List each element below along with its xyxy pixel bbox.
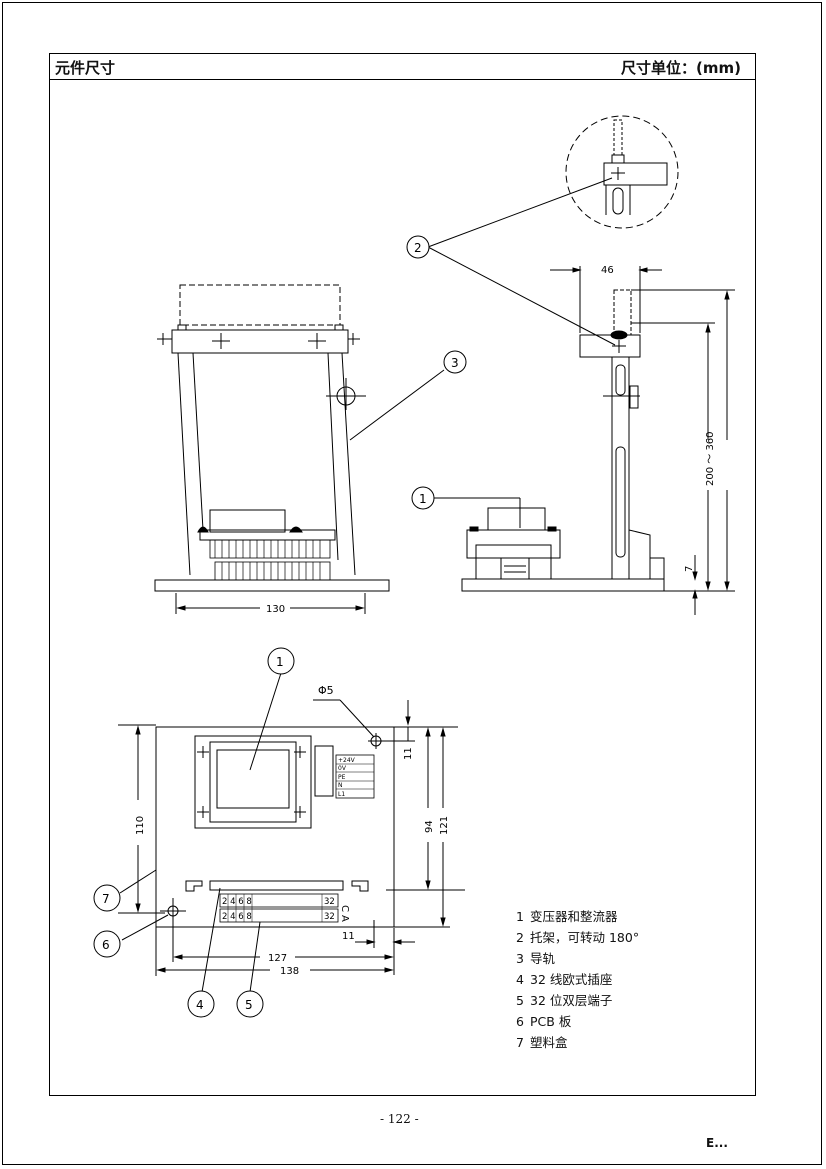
corner-mark: E... [706,1136,728,1150]
dim-phi5: Φ5 [318,684,334,697]
page-number: - 122 - [380,1112,419,1126]
page-title: 元件尺寸 [55,59,116,77]
svg-text:7: 7 [102,892,110,906]
svg-text:6: 6 [102,938,110,952]
front-view [154,284,390,614]
callout-7: 7 [93,884,121,912]
dim-11-bottom: 11 [342,931,355,942]
dim-121: 121 [439,816,450,835]
svg-text:5: 5 [245,998,253,1012]
svg-text:2: 2 [414,241,422,255]
plan-view [118,672,465,993]
dim-138: 138 [280,966,299,977]
callout-6: 6 [93,930,121,958]
side-view [427,115,735,615]
callout-2: 2 [406,235,430,259]
terminal-row-c-start: 2 4 6 8 [222,897,252,907]
label-0v: 0V [338,765,347,772]
dim-7: 7 [684,566,695,572]
terminal-tag-a: A [339,915,350,922]
label-n: N [338,782,343,789]
label-pe: PE [338,774,346,781]
terminal-tag-c: C [339,905,350,912]
drawing-frame [49,79,756,1096]
svg-text:1: 1 [419,492,427,506]
svg-text:1: 1 [276,655,284,669]
dim-130: 130 [266,604,285,615]
label-24v: +24V [338,757,356,764]
callout-5: 5 [236,990,264,1018]
callout-4: 4 [187,990,215,1018]
dim-110: 110 [135,816,146,835]
header-bar: 元件尺寸 尺寸单位：(mm) [49,53,756,79]
dim-46: 46 [601,265,614,276]
callout-3: 3 [443,350,467,374]
label-l1: L1 [338,791,345,798]
terminal-row-a-end: 32 [324,912,335,922]
dim-94: 94 [424,820,435,833]
unit-label: 尺寸单位：(mm) [621,59,741,77]
terminal-row-a-start: 2 4 6 8 [222,912,252,922]
svg-text:4: 4 [196,998,204,1012]
svg-text:3: 3 [451,356,459,370]
dim-200-360: 200 ～ 360 [705,431,716,486]
dim-11-top: 11 [403,747,414,760]
callout-1-plan: 1 [267,647,295,675]
dim-127: 127 [268,953,287,964]
callout-1-side: 1 [411,486,435,510]
terminal-row-c-end: 32 [324,897,335,907]
